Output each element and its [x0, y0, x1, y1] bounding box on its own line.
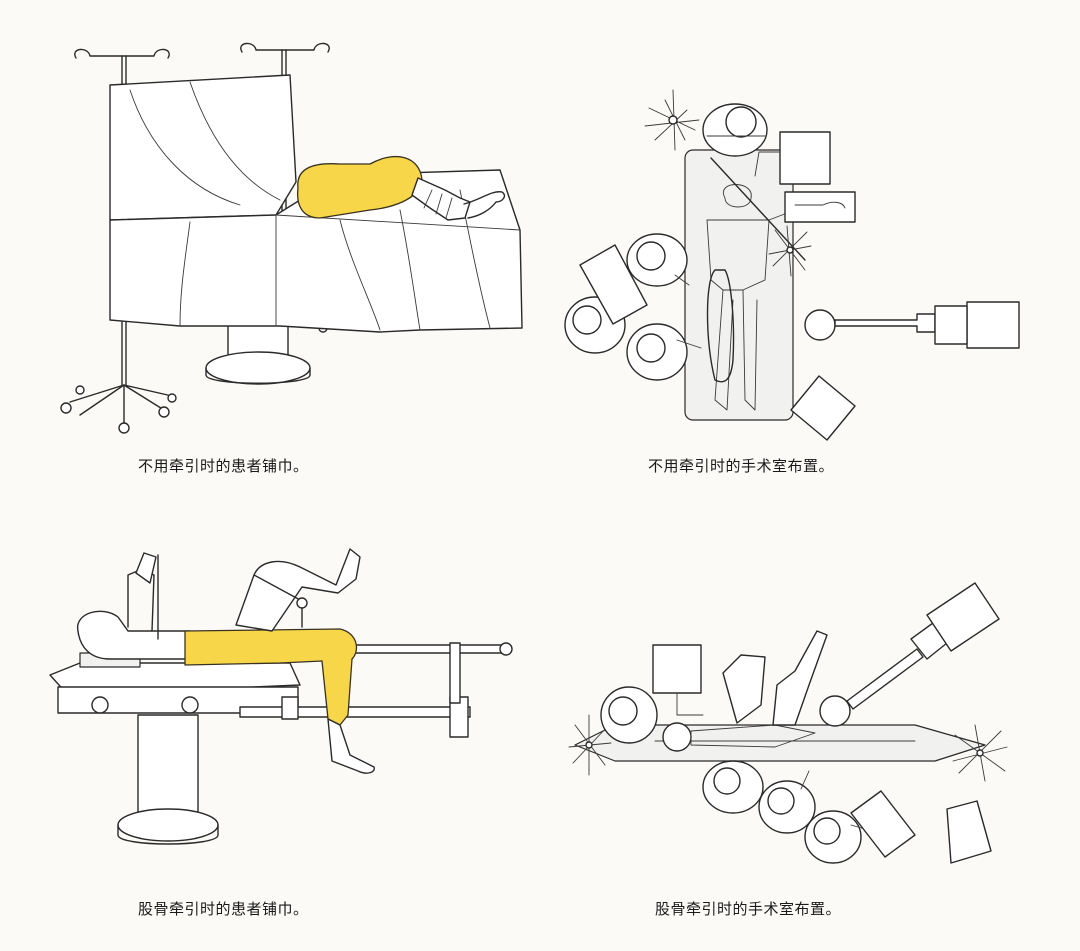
caption-drape-no-traction: 不用牵引时的患者铺巾。 — [138, 457, 309, 475]
anesthesiologist — [702, 103, 768, 157]
anesthesia-monitor — [779, 131, 831, 185]
drape-bar — [710, 157, 806, 261]
patient-top-view — [706, 184, 826, 411]
patient-foot — [327, 718, 375, 774]
patient-arm — [794, 201, 846, 209]
surgeon-1 — [626, 233, 690, 287]
surgeon-3 — [626, 323, 702, 381]
iv-stand-top-2 — [768, 225, 812, 277]
caption-drape-femoral-traction: 股骨牵引时的患者铺巾。 — [138, 900, 309, 918]
patient-torso — [77, 552, 191, 660]
anesthesia-screen-drape — [109, 74, 297, 221]
panel-room-no-traction — [555, 80, 1035, 450]
anesthesiologist-traction — [600, 686, 658, 744]
video-monitor — [790, 375, 856, 441]
room-femoral-traction-illustration — [568, 582, 1008, 864]
c-arm-traction — [819, 582, 1000, 727]
iv-stand-right — [952, 724, 1008, 782]
instrument-table-traction — [850, 790, 916, 858]
prepped-leg-highlight — [296, 155, 506, 221]
panel-drape-no-traction — [40, 30, 540, 450]
prepped-femur-highlight — [184, 628, 358, 726]
iv-stand-top — [644, 89, 700, 151]
traction-table-base — [117, 714, 219, 845]
patient-top-view-traction — [662, 630, 828, 752]
surgeon-traction-1 — [702, 760, 764, 814]
video-monitor-traction — [946, 800, 992, 864]
traction-beam — [239, 642, 513, 738]
room-no-traction-illustration — [564, 89, 1020, 441]
arm-board — [784, 191, 856, 223]
drape-no-traction-illustration — [60, 42, 523, 434]
or-table-top-view — [684, 149, 794, 421]
drape-femoral-traction-illustration — [49, 548, 513, 845]
instrument-table — [579, 244, 648, 325]
panel-drape-femoral-traction — [40, 535, 540, 875]
c-arm — [804, 301, 1020, 349]
anesthesia-monitor-traction — [652, 644, 702, 694]
surgeon-traction-3 — [804, 810, 866, 864]
contralateral-leg-holder — [235, 548, 361, 632]
surgeon-traction-2 — [758, 770, 816, 834]
panel-room-femoral-traction — [555, 575, 1035, 875]
caption-room-femoral-traction: 股骨牵引时的手术室布置。 — [655, 900, 842, 918]
iv-stand-left — [568, 714, 612, 776]
caption-room-no-traction: 不用牵引时的手术室布置。 — [648, 457, 835, 475]
